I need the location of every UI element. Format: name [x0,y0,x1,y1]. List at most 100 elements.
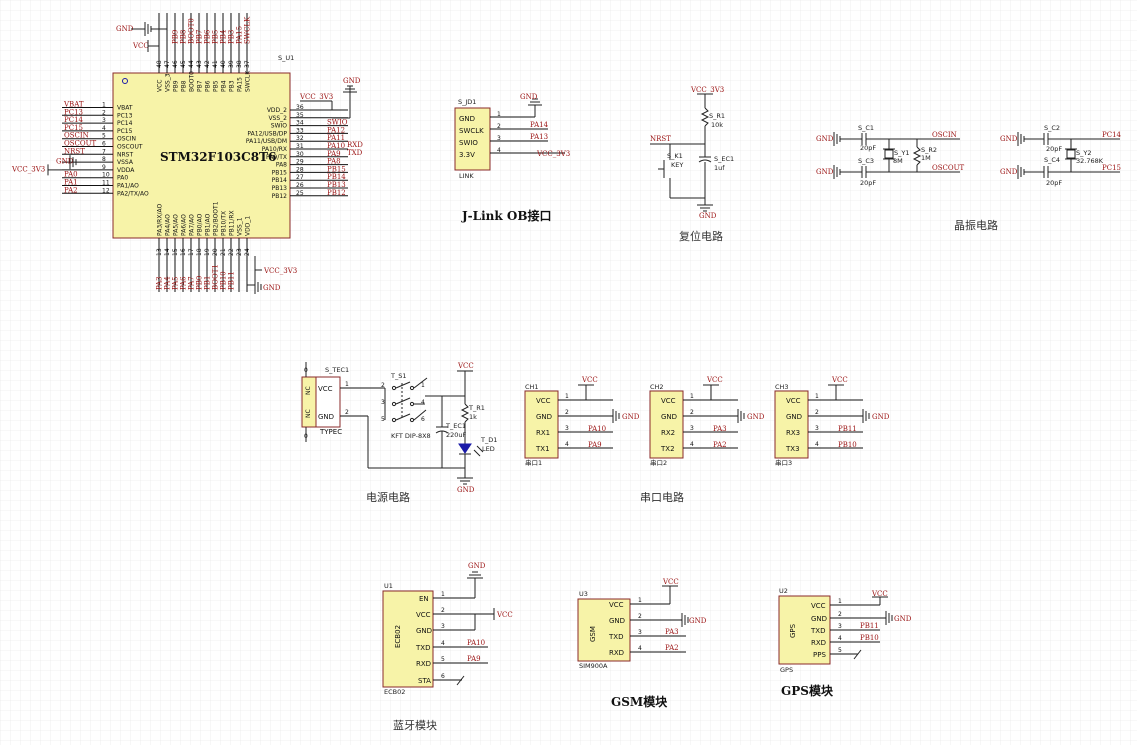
crystal-gnd-4: GND [1000,168,1018,176]
reset-circuit[interactable]: VCC_3V3 S_R1 10k NRST S_K1 KEY S_EC1 1uf… [650,86,734,243]
typec-num-1: 1 [345,381,349,388]
mcu-left-num: 8 [102,156,106,163]
serial-vcc-net: VCC [706,376,723,384]
power-circuit[interactable]: S_TEC1 NC NC VCC GND TYPEC 0 0 1 2 T_S1 … [301,362,497,504]
mcu-bottom-pin: PA5/AO [173,214,180,236]
mcu-left-net: NRST [64,147,85,155]
reset-r-ref: S_R1 [709,112,725,120]
jlink-connector[interactable]: S_JD1 GND SWCLK SWIO 3.3V LINK 1 2 3 4 G… [454,93,570,223]
jlink-pin-gnd: GND [459,115,475,123]
mcu-right-num: 36 [296,104,304,111]
mcu-bottom-net: PA5 [172,276,180,290]
serial-port-label: 串口1 [525,459,542,467]
mcu-bottom-num: 16 [180,248,187,256]
serial-pin-num: 3 [815,425,819,432]
bt-num-6: 6 [441,673,445,680]
mcu-top-net: PB3 [228,30,236,44]
mcu-bottom-pin: VDD_1 [245,216,252,236]
gsm-num-2: 2 [638,613,642,620]
serial-port-body [524,390,559,459]
mcu-left-pin: PC13 [117,112,133,119]
mcu-right-pin: VDD_2 [267,107,287,114]
serial-pin-label: RX3 [786,429,800,437]
mcu-bottom-net: PB11 [228,271,236,290]
jlink-pin-3v3: 3.3V [459,151,475,159]
serial-pin-label: TX3 [785,445,800,453]
serial-ref: CH2 [650,383,664,391]
serial-pin-num: 2 [565,409,569,416]
gps-num-4: 4 [838,635,842,642]
gps-num-3: 3 [838,623,842,630]
mcu-left-num: 5 [102,133,106,140]
serial-ref: CH1 [525,383,539,391]
serial-pin-num: 4 [565,441,569,448]
reset-nrst-net: NRST [650,135,671,143]
mcu-bottom-pin: PA4/AO [165,214,172,236]
serial-pin-label: RX1 [536,429,550,437]
mcu-left-pin: PC14 [117,120,133,127]
serial-pin-num: 4 [815,441,819,448]
mcu-right-num: 32 [296,135,304,142]
mcu-right-pin: PB13 [272,185,288,192]
power-vcc-net: VCC [457,362,474,370]
gps-pb11-net: PB11 [860,622,879,630]
mcu-top-num: 45 [180,60,187,68]
bt-pa10-net: PA10 [467,639,485,647]
mcu-right-net: PA10 [327,142,345,150]
mcu-left-net: VBAT [63,101,84,109]
jlink-title: J-Link OB接口 [461,208,551,223]
mcu-gnd-right: GND [343,77,361,85]
mcu-right-num: 26 [296,182,304,189]
typec-body-right [315,376,341,428]
power-typec-ref: S_TEC1 [325,366,349,374]
gsm-module[interactable]: U3 GSM VCC GND TXD RXD SIM900A 1 2 3 4 V… [577,578,707,709]
mcu-bottom-pin: PB11/RX [229,210,236,236]
switch-pin-1: 1 [421,382,425,389]
crystal-gnd-2: GND [816,168,834,176]
serial-pin-label: VCC [661,397,676,405]
gsm-num-4: 4 [638,645,642,652]
bluetooth-module[interactable]: U1 ECB02 EN VCC GND TXD RXD STA ECB02 1 … [382,562,513,732]
serial-pin-num: 3 [565,425,569,432]
jlink-ref: S_JD1 [458,98,476,106]
mcu-top-pin: PB5 [213,80,220,92]
serial-rx-net: PA10 [588,425,606,433]
mcu-bottom-pin: PA7/AO [189,214,196,236]
mcu-top-net: PA15 [236,26,244,44]
mcu-gnd-top: GND [116,25,134,33]
mcu-left-net: PC13 [64,108,83,116]
gps-pb10-net: PB10 [860,634,879,642]
reset-gnd-net: GND [699,212,717,220]
crystal-c4-ref: S_C4 [1044,156,1060,164]
mcu-bottom-num: 15 [172,248,179,256]
reset-cap-val: 1uf [714,164,725,172]
gsm-pin-gnd: GND [609,617,625,625]
serial-pin-num: 4 [690,441,694,448]
mcu-top-pin: VSS_3 [165,73,172,92]
mcu-right-num: 27 [296,174,304,181]
mcu-top-num: 40 [220,60,227,68]
power-title: 电源电路 [366,490,410,504]
bt-gnd-net: GND [468,562,486,570]
power-cap-ref: T_EC1 [445,422,466,430]
gps-pin-pps: PPS [813,651,826,659]
serial-ports[interactable]: CH1VCC1GND2RX13TX14串口1VCCGNDPA10PA9CH2VC… [524,376,890,467]
mcu-right-num: 33 [296,127,304,134]
switch-pin-3: 3 [381,399,385,406]
serial-port-body [649,390,684,459]
gsm-pa2-net: PA2 [665,644,679,652]
mcu-top-num: 41 [212,60,219,68]
serial-pin-label: TX1 [535,445,550,453]
serial-gnd-net: GND [747,413,765,421]
mcu-top-pin: PB3 [229,80,236,92]
mcu-top-net: PB6 [204,29,212,44]
crystal-circuit[interactable]: GND S_C1 20pF OSCIN GND S_C3 20pF OSCOUT… [816,124,1122,232]
serial-pin-label: VCC [536,397,551,405]
gps-module[interactable]: U2 GPS VCC GND TXD RXD PPS GPS 1 2 3 4 5… [778,587,912,698]
mcu-top-pin: PB7 [197,80,204,92]
gps-num-2: 2 [838,611,842,618]
gsm-pin-vcc: VCC [609,601,624,609]
power-r-val: 1k [469,413,477,421]
